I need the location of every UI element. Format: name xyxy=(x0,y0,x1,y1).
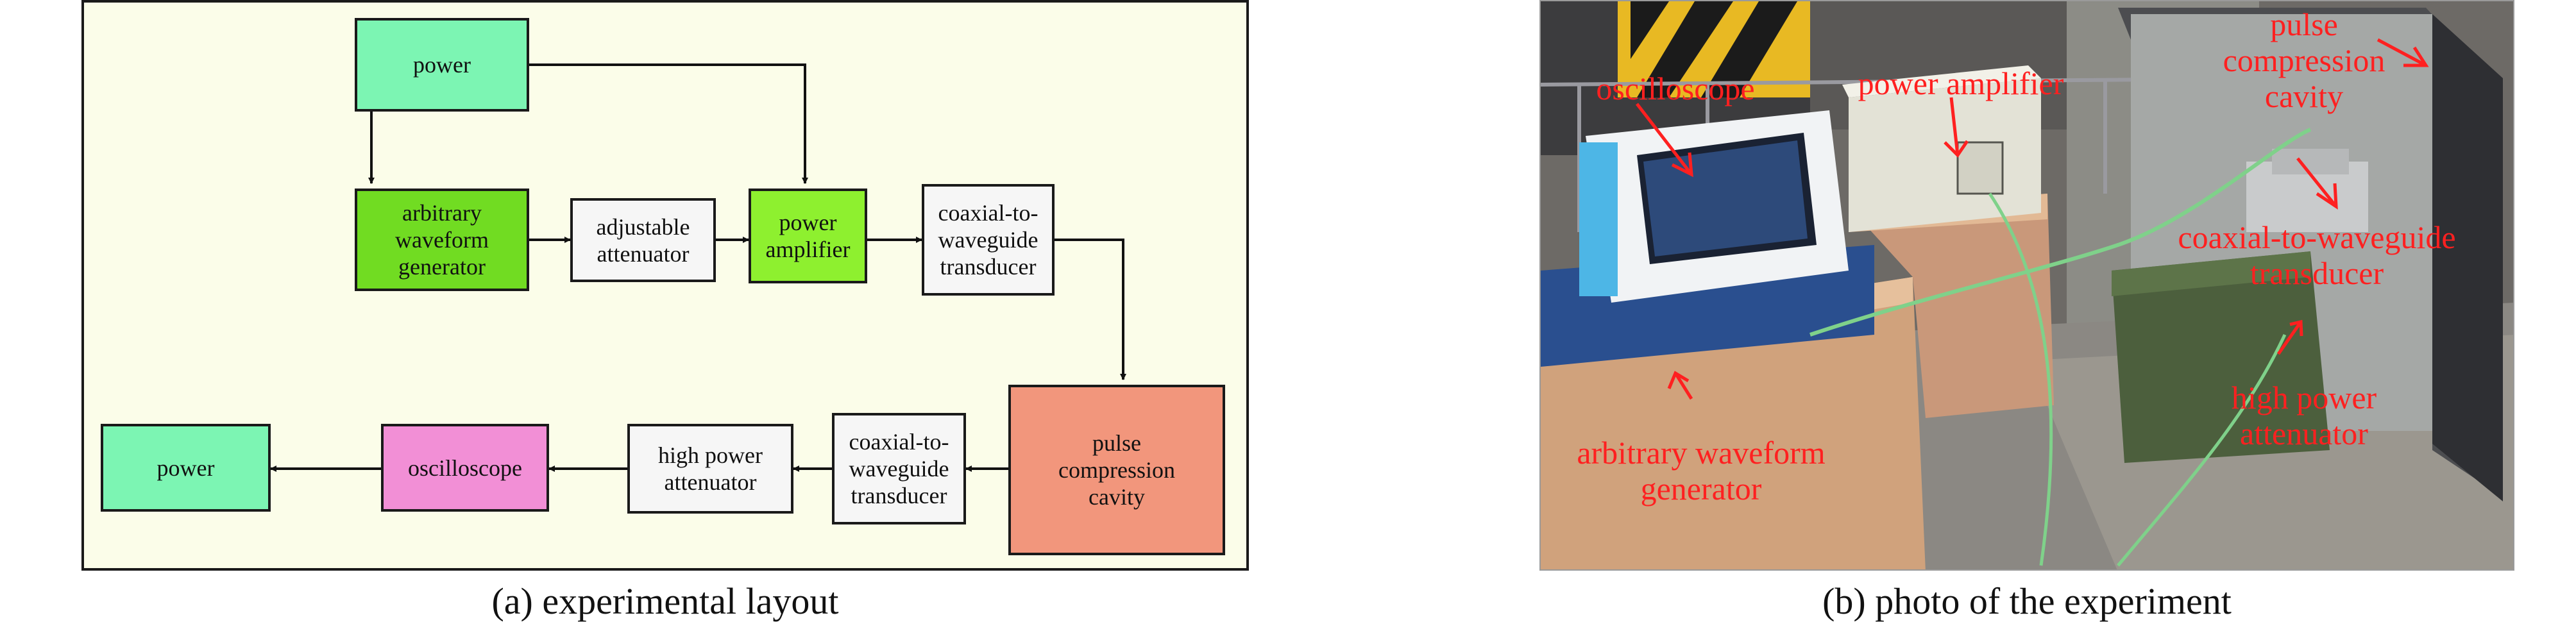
power-amplifier-block: power amplifier xyxy=(749,189,867,283)
experimental-layout-diagram: power arbitrary waveform generator adjus… xyxy=(81,0,1249,571)
arrow-power-to-pa xyxy=(529,63,808,184)
annotation-power-amplifier: power amplifier xyxy=(1858,65,2064,101)
high-power-attenuator-block: high power attenuator xyxy=(627,424,793,514)
caption-experimental-layout: (a) experimental layout xyxy=(491,580,839,622)
oscilloscope-block: oscilloscope xyxy=(381,424,549,512)
annotation-coaxial-to-waveguide-transducer: coaxial-to-waveguide transducer xyxy=(2178,219,2456,291)
annotation-oscilloscope: oscilloscope xyxy=(1596,71,1755,106)
coaxial-to-waveguide-transducer-block-top: coaxial-to- waveguide transducer xyxy=(922,184,1055,296)
pulse-compression-cavity-block: pulse compression cavity xyxy=(1008,385,1225,555)
experiment-photo: oscilloscope power amplifier pulse compr… xyxy=(1539,0,2514,571)
arrow-transducer-to-cavity xyxy=(1055,239,1126,380)
annotation-arbitrary-waveform-generator: arbitrary waveform generator xyxy=(1577,435,1826,507)
power-block-bottom: power xyxy=(101,424,271,512)
coaxial-to-waveguide-transducer-block-bottom: coaxial-to- waveguide transducer xyxy=(832,413,966,524)
photo-illustration xyxy=(1541,1,2513,569)
caption-photo-of-experiment: (b) photo of the experiment xyxy=(1822,580,2232,622)
annotation-pulse-compression-cavity: pulse compression cavity xyxy=(2223,6,2385,114)
annotation-high-power-attenuator: high power attenuator xyxy=(2231,380,2377,451)
power-block-top: power xyxy=(355,18,529,112)
diagram-connectors xyxy=(270,63,1126,472)
arbitrary-waveform-generator-block: arbitrary waveform generator xyxy=(355,189,529,291)
adjustable-attenuator-block: adjustable attenuator xyxy=(570,198,716,282)
